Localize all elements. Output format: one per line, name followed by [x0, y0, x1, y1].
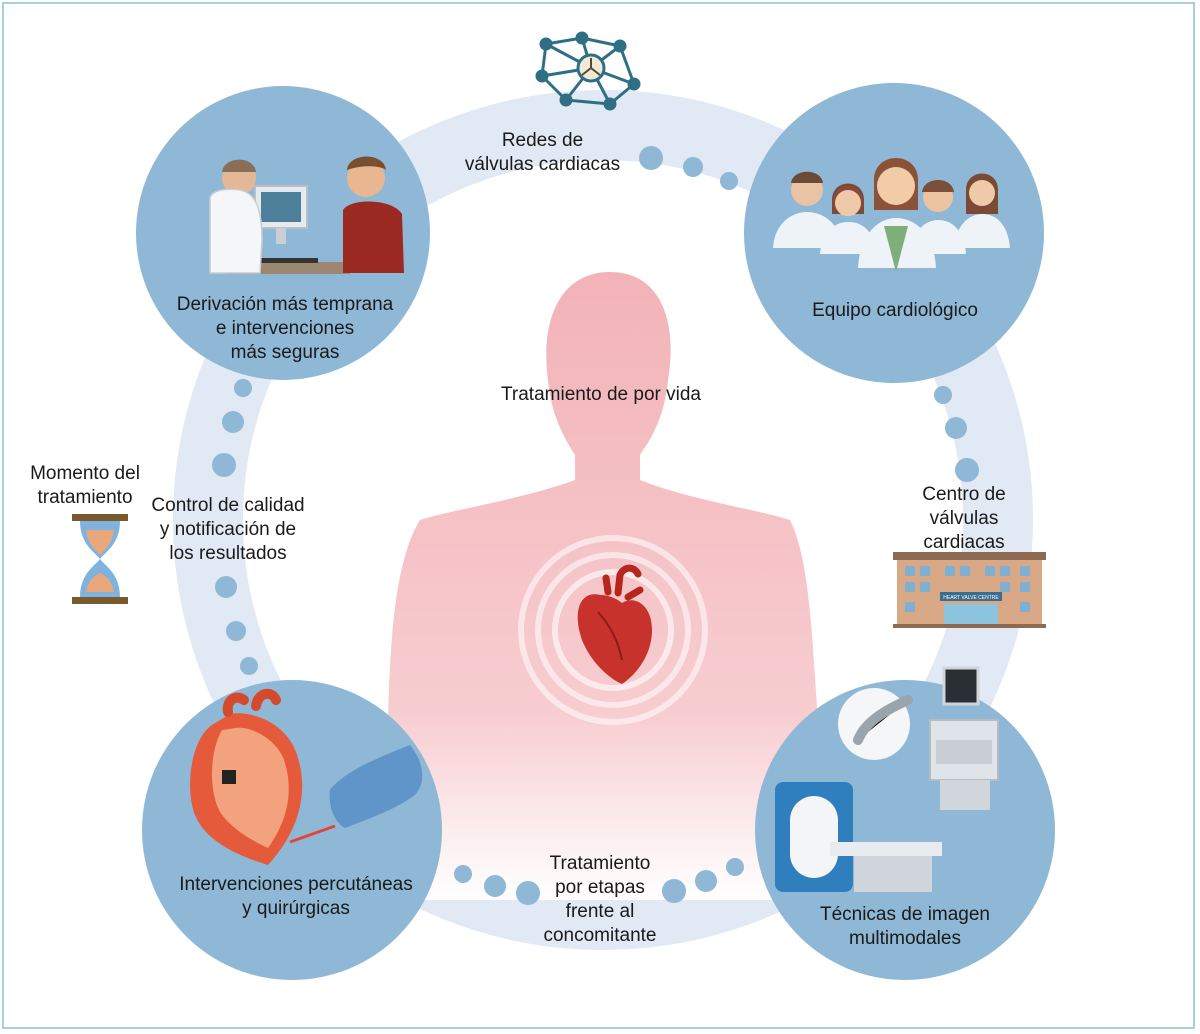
- network-icon: [535, 31, 641, 111]
- imaging-equipment-illustration: [775, 666, 999, 892]
- label-heart-team: Equipo cardiológico: [812, 300, 978, 321]
- label-multimodal-imaging: Técnicas de imagen multimodales: [819, 904, 991, 949]
- hospital-building-icon: HEART VALVE CENTRE: [893, 552, 1046, 628]
- label-valve-centre: Centro de válvulas cardiacas: [922, 484, 1006, 553]
- heart-icon: [518, 535, 708, 725]
- label-staged-treatment: Tratamiento por etapas frente al concomi…: [543, 853, 657, 946]
- hourglass-icon: [72, 514, 128, 604]
- label-valve-networks: Redes de válvulas cardiacas: [464, 130, 621, 175]
- heart-surgery-illustration: [190, 688, 423, 865]
- cycle-ring: [173, 90, 1033, 950]
- medical-team-illustration: [773, 158, 1010, 272]
- label-treatment-timing: Momento del tratamiento: [30, 463, 140, 508]
- building-sign-text: HEART VALVE CENTRE: [943, 595, 999, 601]
- circle-interventions: [142, 680, 442, 980]
- human-silhouette: [388, 272, 818, 900]
- label-lifelong-treatment: Tratamiento de por vida: [501, 384, 701, 405]
- ring-dots: [212, 146, 979, 905]
- label-early-referral: Derivación más temprana e intervenciones…: [176, 294, 394, 363]
- doctor-patient-illustration: [209, 156, 404, 274]
- label-interventions: Intervenciones percutáneas y quirúrgicas: [179, 874, 413, 919]
- label-quality-control: Control de calidad y notificación de los…: [151, 495, 305, 564]
